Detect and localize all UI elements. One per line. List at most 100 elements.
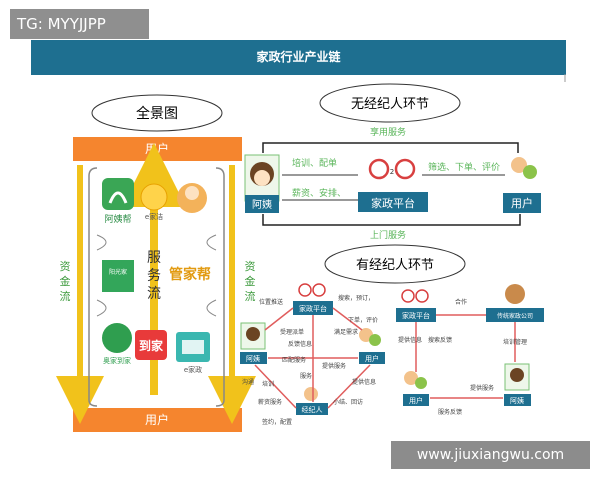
service-flow-char-2: 务 xyxy=(147,268,161,284)
cluster1-o2o-left-icon xyxy=(298,283,312,297)
training-dispatch-label: 培训、配单 xyxy=(292,157,337,169)
cluster2-o2o-left-icon xyxy=(401,289,415,303)
user-group-icon xyxy=(511,157,527,173)
cluster1-user-box xyxy=(359,352,385,364)
c2-label-search-feedback: 搜索反馈 xyxy=(428,336,452,344)
cluster2-aunt-box xyxy=(504,394,531,406)
left-bracket xyxy=(88,167,98,407)
cluster2-o2o-right-icon xyxy=(415,289,429,303)
service-flow-char-3: 流 xyxy=(147,286,161,302)
app-daojia-label: 到家 xyxy=(139,338,164,353)
cluster1-agent-label: 经纪人 xyxy=(302,405,323,414)
c1-label-contract-config: 签约，配置 xyxy=(262,418,292,426)
panorama-heading: 全景图 xyxy=(136,105,178,122)
c1-aunt-agent-line xyxy=(254,364,297,409)
top-user-label: 用户 xyxy=(145,141,169,156)
c2-label-service-feedback: 服务反馈 xyxy=(438,408,462,416)
c1-label-service: 服务 xyxy=(300,372,312,380)
cluster2-user-box xyxy=(403,394,429,406)
enjoy-service-label: 享用服务 xyxy=(370,126,406,138)
app-guanjiabang-label-bg xyxy=(164,264,216,284)
bottom-watermark: www.jiuxiangwu.com xyxy=(391,441,590,469)
bracket-divider-right-1 xyxy=(206,234,217,251)
cluster2-company-squirrel-icon xyxy=(505,284,525,304)
top-watermark: TG: MYYJJPP xyxy=(10,9,149,39)
cluster1-user-label: 用户 xyxy=(365,354,379,363)
cluster1-platform-label: 家政平台 xyxy=(299,304,327,313)
aunt-label-box xyxy=(245,195,279,213)
top-service-connector xyxy=(262,142,519,153)
c1-label-train: 培训 xyxy=(262,380,274,388)
c1-label-salary-service: 薪资服务 xyxy=(258,398,282,406)
cluster1-platform-box xyxy=(293,301,333,315)
cluster1-agent-icon xyxy=(304,387,318,401)
cluster2-platform-box xyxy=(396,308,436,322)
app-ejiajie-label: e家洁 xyxy=(145,212,163,221)
right-money-flow-char-3: 流 xyxy=(245,289,256,303)
c2-label-provide-info: 提供信息 xyxy=(398,336,422,344)
c1-label-provide-service: 提供服务 xyxy=(322,362,346,370)
bottom-user-label: 用户 xyxy=(145,412,169,427)
cluster1-aunt-hair-icon xyxy=(246,327,260,341)
platform-box xyxy=(358,192,428,212)
app-guanjiabang-label: 管家帮 xyxy=(169,266,211,283)
app-guanjiabang-face xyxy=(185,186,199,200)
cluster1-aunt-label: 阿姨 xyxy=(246,354,260,363)
c1-aunt-platform-line xyxy=(264,307,294,331)
c2-label-training-management: 培训管理 xyxy=(503,338,527,346)
app-aojiadaojia-label: 奥家到家 xyxy=(103,356,131,365)
c1-label-communicate: 沟通 xyxy=(242,378,254,386)
app-daojia-icon xyxy=(135,330,167,360)
salary-arrange-label: 薪资、安排、 xyxy=(292,187,346,199)
left-money-flow-char-2: 金 xyxy=(60,274,71,288)
left-money-flow-char-3: 流 xyxy=(60,289,71,303)
o2o-logo-2: 2 xyxy=(390,168,394,176)
user-label: 用户 xyxy=(511,196,533,210)
cluster1-o2o-right-icon xyxy=(312,283,326,297)
panorama-heading-oval xyxy=(91,94,223,132)
c1-label-summary-revisit: 小结、回访 xyxy=(333,398,363,406)
app-aojiadaojia-icon xyxy=(102,323,132,353)
c1-user-agent-line xyxy=(327,364,371,409)
app-ejiajie-icon xyxy=(140,183,168,211)
cluster2-aunt-hair-icon xyxy=(510,368,524,382)
cluster2-platform-label: 家政平台 xyxy=(402,311,430,320)
app-ejiazheng-label: e家政 xyxy=(184,365,202,374)
app-yangguangjia-icon xyxy=(102,260,134,292)
left-money-flow-char-1: 资 xyxy=(60,260,71,273)
c1-label-feedback: 反馈信息 xyxy=(288,340,312,348)
cluster2-aunt-label: 阿姨 xyxy=(510,396,524,405)
app-ayibang-label: 阿姨帮 xyxy=(104,213,131,225)
c1-label-accept-dispatch: 受理派单 xyxy=(280,328,304,336)
user-group-second-icon xyxy=(523,165,537,179)
page-title: 家政行业产业链 xyxy=(31,40,566,75)
filter-order-review-label: 筛选、下单、评价 xyxy=(428,161,500,173)
bottom-service-connector xyxy=(262,214,521,226)
c1-label-provide-info: 提供信息 xyxy=(352,378,376,386)
aunt-label: 阿姨 xyxy=(252,198,272,211)
cluster2-company-label: 传统家政公司 xyxy=(497,312,533,320)
home-service-label: 上门服务 xyxy=(370,229,406,241)
cluster1-agent-box xyxy=(296,403,328,415)
c1-label-search-reserve: 搜索，预订， xyxy=(338,294,374,302)
app-ayibang-mark xyxy=(108,191,128,204)
c1-label-order-review: 下单，评价 xyxy=(348,316,378,324)
right-money-flow-char-1: 资 xyxy=(245,260,256,273)
cluster2-user-icon xyxy=(404,371,418,385)
cluster2-user-second-icon xyxy=(415,377,427,389)
cluster2-user-label: 用户 xyxy=(409,396,423,405)
c1-label-match-service: 匹配服务 xyxy=(282,356,306,364)
user-label-box xyxy=(503,193,541,213)
bracket-divider-right-2 xyxy=(206,299,217,317)
with-agent-heading-oval xyxy=(324,244,466,284)
o2o-right-o-icon xyxy=(394,158,416,180)
cluster1-aunt-box xyxy=(240,352,267,364)
service-flow-char-1: 服 xyxy=(147,250,161,266)
c1-platform-user-line xyxy=(332,307,363,331)
right-money-flow-char-2: 金 xyxy=(245,274,256,288)
app-yangguangjia-label: 阳光家 xyxy=(109,268,127,276)
platform-label: 家政平台 xyxy=(371,196,415,210)
no-agent-heading: 无经纪人环节 xyxy=(351,97,429,112)
c2-label-cooperate: 合作 xyxy=(455,298,467,306)
